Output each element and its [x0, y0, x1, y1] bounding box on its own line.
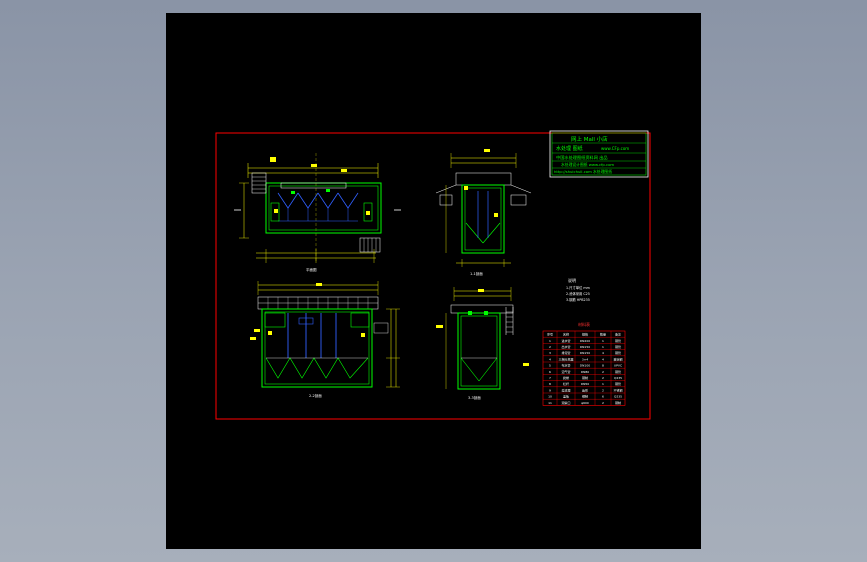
title-line-2: 水处理 图纸: [556, 145, 583, 152]
title-line-5: http://shuichuli.com 水处理图纸: [554, 169, 612, 174]
table-cell: Q235: [614, 395, 622, 399]
table-cell: 钢管: [615, 344, 621, 349]
table-cell: 6: [549, 370, 551, 374]
table-cell: 钢管: [615, 369, 621, 374]
table-cell: 钢管: [615, 350, 621, 355]
table-cell: 3: [549, 351, 551, 355]
table-cell: 名称: [563, 332, 569, 337]
plan-view-label: 平面图: [306, 267, 317, 272]
table-cell: 钢管: [615, 381, 621, 386]
table-cell: 钢制: [615, 400, 621, 405]
table-cell: 11: [548, 401, 552, 405]
table-cell: 2: [602, 370, 604, 374]
table-cell: 2: [602, 388, 604, 392]
table-cell: DN200: [580, 339, 590, 343]
table-cell: Q235: [614, 376, 622, 380]
front-section-label: 2-2剖面: [309, 393, 322, 398]
materials-table: 材料表 序号 名称 规格 数量 备注 1 进水管 DN200 1 钢管 2 出水管 DN150 1 钢管 3 排…: [542, 321, 626, 406]
table-cell: 爬梯: [563, 375, 569, 380]
table-cell: 观察口: [561, 400, 570, 405]
table-cell: 溢流堰: [561, 387, 570, 392]
table-cell: 10: [548, 395, 552, 399]
table-cell: 规格: [582, 332, 588, 337]
table-cell: DN50: [581, 382, 589, 386]
table-heading: 材料表: [578, 321, 590, 327]
table-cell: 不锈钢: [613, 387, 622, 392]
table-cell: 1: [602, 339, 604, 343]
side-bottom-label: 3-3剖面: [468, 395, 481, 400]
table-cell: 出水管: [561, 344, 570, 349]
note-2: 2.池体采用 C25: [566, 291, 590, 296]
table-cell: 盖板: [563, 394, 569, 399]
table-cell: 2: [602, 376, 604, 380]
note-3: 3.钢筋 HPB235: [566, 297, 590, 302]
table-cell: 7: [549, 376, 551, 380]
table-cell: 序号: [547, 332, 553, 337]
side-section-top: 1-1剖面: [435, 149, 532, 276]
drawing-viewport[interactable]: 网上 Mall 小店 水处理 图纸 www.CFp.com 中国水处理图纸资料网…: [166, 13, 701, 549]
table-cell: 排泥管: [561, 350, 570, 355]
cad-drawing: 网上 Mall 小店 水处理 图纸 www.CFp.com 中国水处理图纸资料网…: [215, 130, 651, 420]
table-cell: 2: [602, 401, 604, 405]
table-cell: 8: [549, 382, 551, 386]
table-cell: DN150: [580, 345, 590, 349]
table-cell: 1: [602, 345, 604, 349]
table-cell: DN100: [580, 364, 590, 368]
table-cell: 备注: [615, 332, 621, 337]
table-cell: 3×4: [582, 357, 588, 361]
table-cell: 8: [602, 364, 604, 368]
notes-heading: 说明: [568, 277, 576, 283]
table-cell: 4: [602, 357, 604, 361]
table-cell: 栏杆: [563, 381, 569, 386]
table-cell: 钢制: [582, 394, 588, 399]
table-cell: 5: [549, 364, 551, 368]
table-cell: 玻璃钢: [613, 356, 622, 361]
side-top-label: 1-1剖面: [470, 271, 483, 276]
title-block: 网上 Mall 小店 水处理 图纸 www.CFp.com 中国水处理图纸资料网…: [549, 130, 649, 178]
table-cell: 布水管: [561, 363, 570, 368]
table-cell: 4: [602, 351, 604, 355]
title-line-3: 中国水处理图纸资料网 出品: [556, 154, 608, 161]
title-line-2-url: www.CFp.com: [601, 146, 629, 151]
table-cell: 三相分离器: [558, 356, 573, 361]
table-grid: 序号 名称 规格 数量 备注 1 进水管 DN200 1 钢管 2 出水管 DN150 1 钢管 3 排泥管 DN…: [542, 330, 626, 406]
table-cell: 6: [602, 395, 604, 399]
table-cell: 钢制: [582, 375, 588, 380]
table-cell: 进水管: [561, 338, 570, 343]
front-section: 2-2剖面: [250, 281, 400, 398]
note-1: 1.尺寸单位 mm: [566, 285, 590, 290]
table-cell: DN150: [580, 351, 590, 355]
table-cell: DN80: [581, 370, 589, 374]
notes-block: 说明 1.尺寸单位 mm 2.池体采用 C25 3.钢筋 HPB235: [566, 277, 590, 302]
title-line-4: 水处理设计图纸 www.cfp.com: [561, 162, 614, 167]
table-cell: 1: [602, 382, 604, 386]
table-cell: 沼气管: [561, 369, 570, 374]
table-cell: φ600: [581, 401, 589, 405]
side-section-bottom: 3-3剖面: [436, 287, 529, 400]
drawing-border: [215, 132, 651, 420]
table-cell: 齿形: [582, 387, 588, 392]
table-cell: 4: [549, 357, 551, 361]
title-line-1: 网上 Mall 小店: [571, 135, 608, 143]
plan-view: 平面图: [234, 153, 401, 272]
table-cell: 2: [549, 345, 551, 349]
table-cell: 钢管: [615, 338, 621, 343]
table-cell: 9: [549, 388, 551, 392]
table-cell: UPVC: [614, 364, 622, 368]
table-cell: 数量: [600, 332, 606, 337]
table-cell: 1: [549, 339, 551, 343]
